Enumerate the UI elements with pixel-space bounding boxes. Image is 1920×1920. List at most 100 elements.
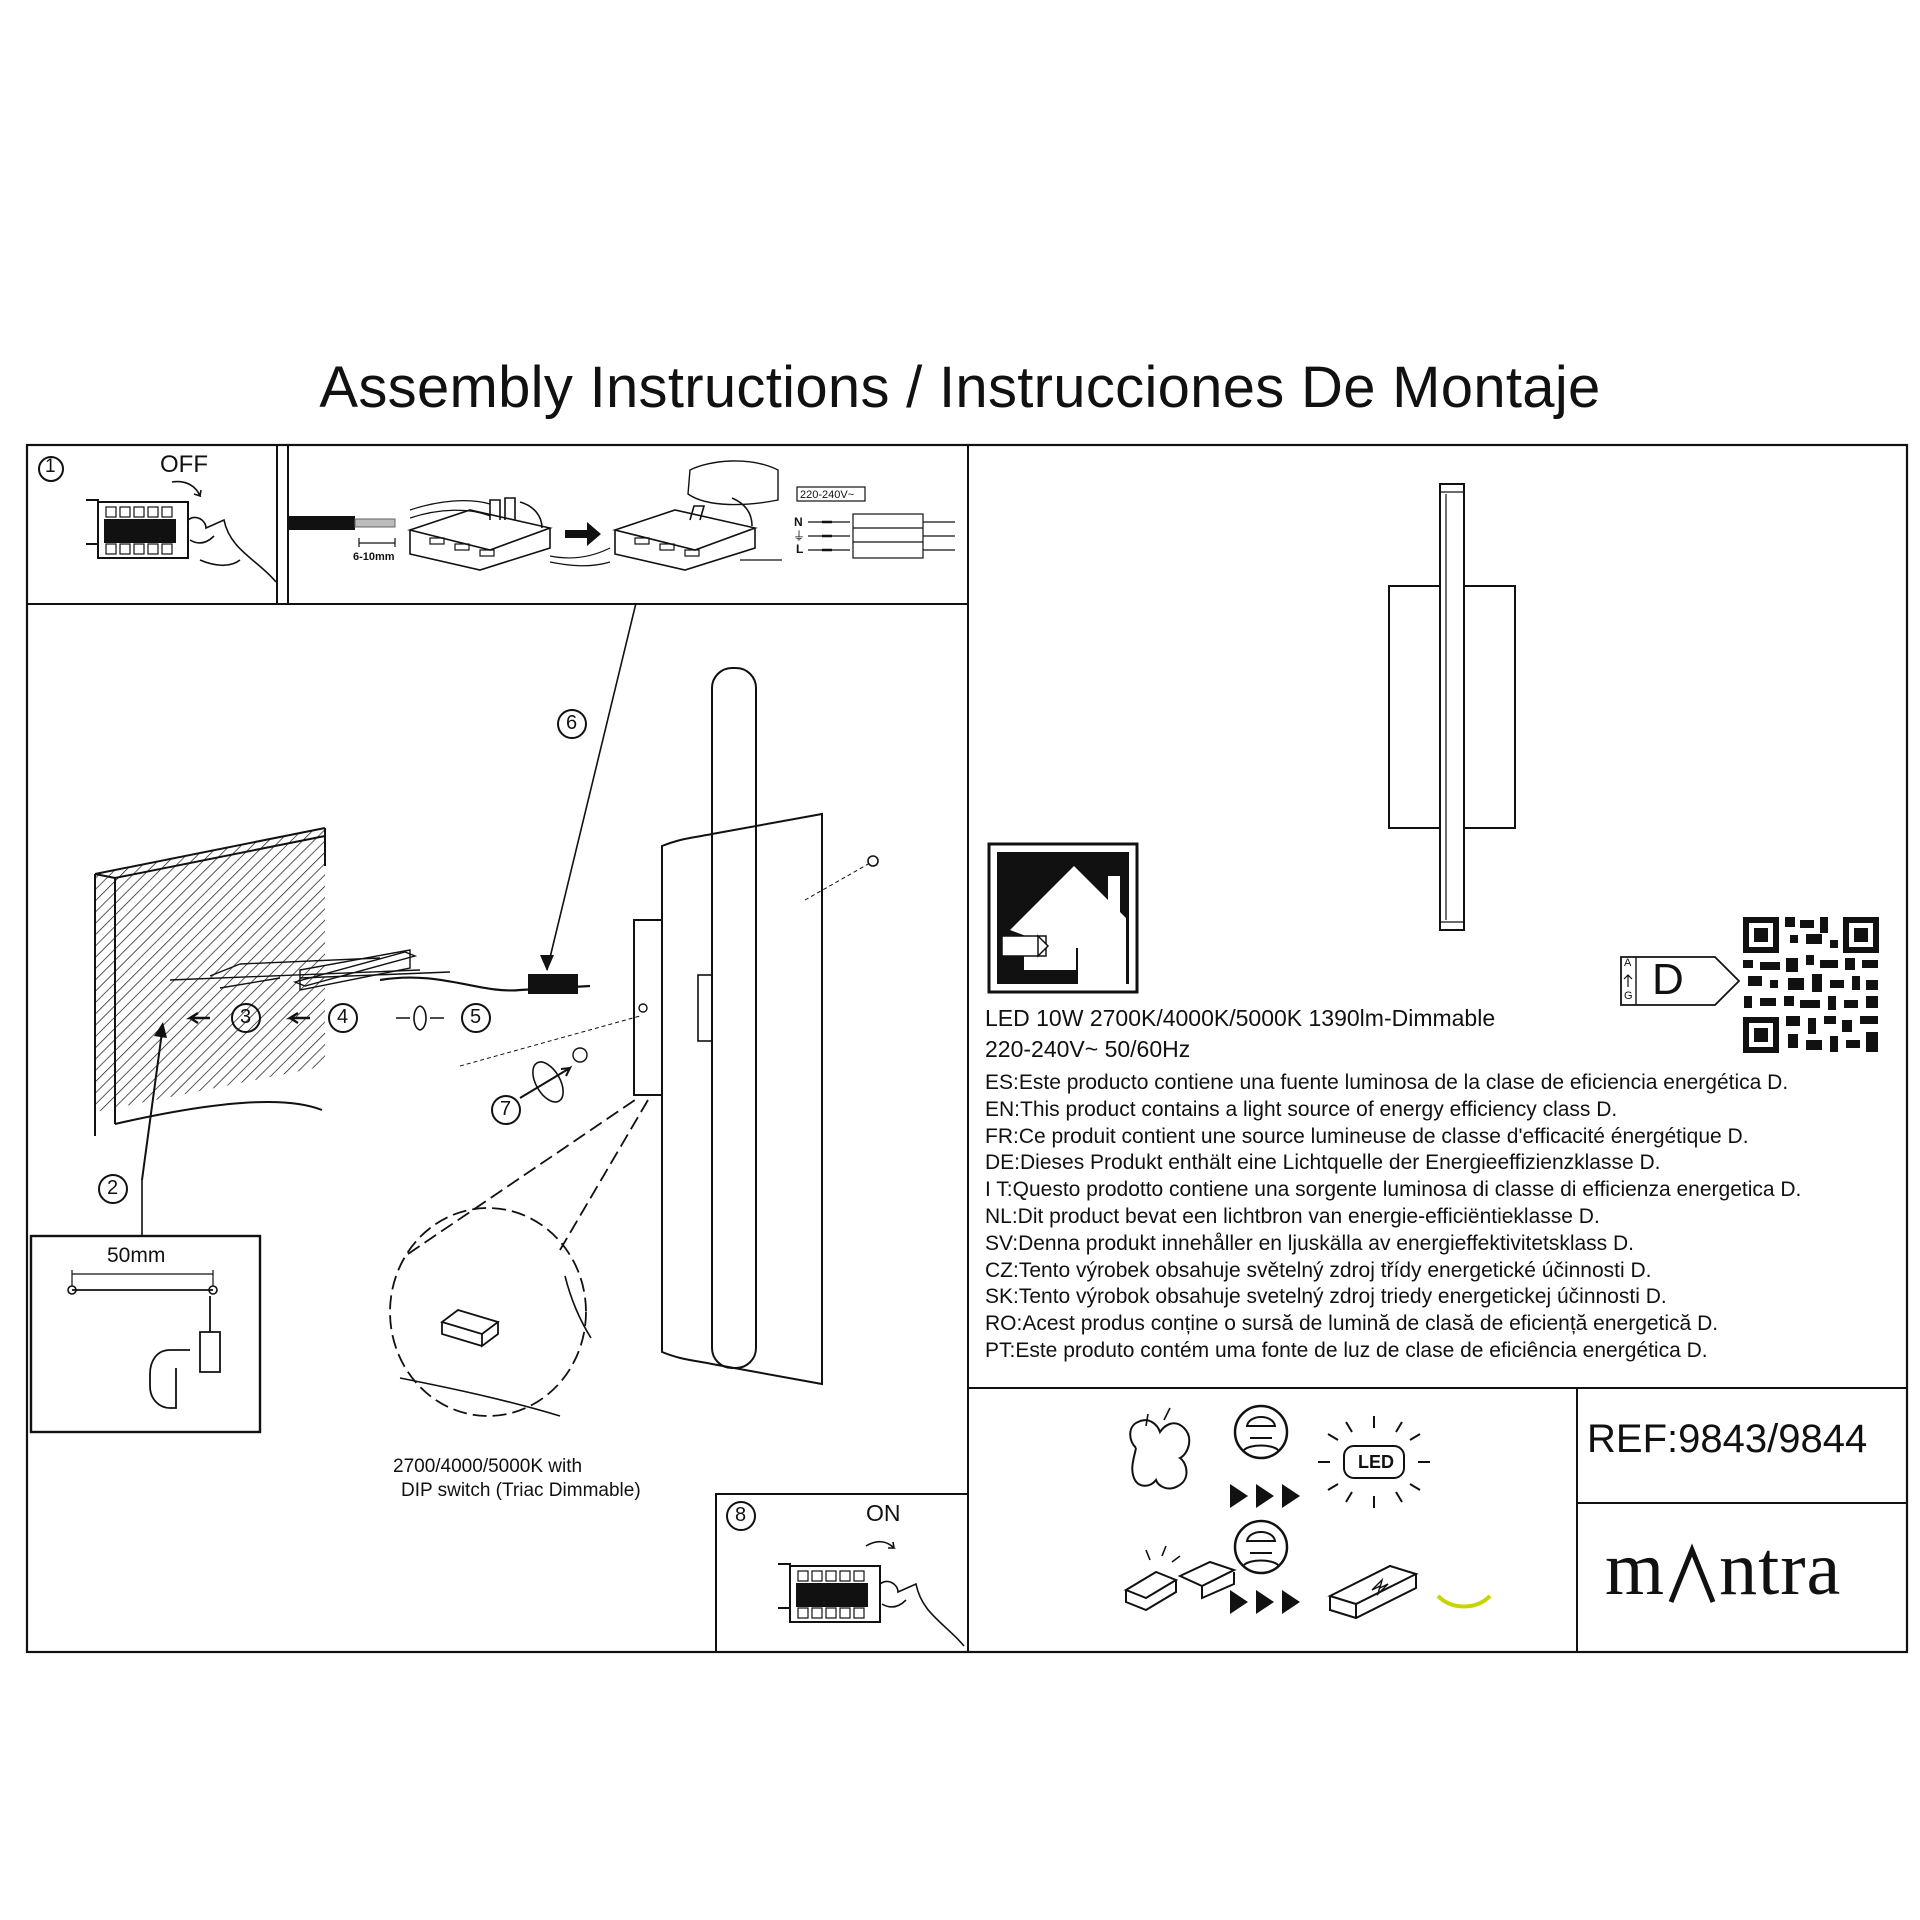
statement-nl: NL:Dit product bevat een lichtbron van e… (985, 1204, 1600, 1228)
statement-es: ES:Este producto contiene una fuente lum… (985, 1071, 1789, 1094)
leader-screw (804, 862, 871, 901)
statement-de: DE:Dieses Produkt enthält eine Lichtquel… (985, 1151, 1661, 1175)
play-arrows-icon-2 (1230, 1590, 1300, 1614)
step8-number: 8 (735, 1504, 747, 1526)
statement-it: I T:Questo prodotto contiene una sorgent… (985, 1178, 1802, 1202)
statement-fr: FR:Ce produit contient une source lumine… (985, 1124, 1749, 1148)
cable-inner (354, 518, 396, 528)
led-badge: LED (1358, 1452, 1394, 1472)
indoor-use-icon (987, 842, 1139, 994)
tube-diffuser (711, 667, 757, 1369)
statement-cz: CZ:Tento výrobek obsahuje světelný zdroj… (985, 1258, 1652, 1282)
cable-black (289, 516, 355, 530)
wago-connector-icon (407, 497, 611, 571)
hand-switch-on-icon (879, 1580, 965, 1647)
reflector-shade (661, 812, 823, 1386)
qr-code-icon (1743, 917, 1879, 1053)
step5-circle (461, 1003, 491, 1033)
breaker-on-icon (778, 1563, 881, 1623)
led-sun-icon (1318, 1416, 1430, 1508)
step5-number: 5 (470, 1006, 482, 1028)
technician-icon (1233, 1404, 1289, 1460)
brand-caret-icon (1668, 1543, 1716, 1603)
screw-set-icon (169, 957, 451, 989)
spec-line-power: LED 10W 2700K/4000K/5000K 1390lm-Dimmabl… (985, 1005, 1496, 1031)
screw-icon (867, 855, 879, 867)
rotate-5-icon (396, 1005, 444, 1031)
step8-box (715, 1493, 969, 1653)
step3-number: 3 (240, 1006, 252, 1028)
fixing-screw-hole (638, 1003, 648, 1013)
luminaire-front-view (1388, 483, 1516, 931)
voltage-tag: 220-240V~ (800, 489, 854, 501)
brand-left: m (1605, 1527, 1666, 1611)
terminal-earth: ⏚ (793, 529, 805, 543)
step4-circle (328, 1003, 358, 1033)
strip-length-label: 6-10mm (353, 551, 395, 563)
step6-number: 6 (566, 712, 578, 734)
curved-arrow-icon (171, 480, 202, 498)
step8-circle (726, 1501, 756, 1531)
step2-box (29, 1234, 262, 1434)
inline-connector (528, 974, 578, 994)
connector-block (697, 974, 713, 1042)
wiring-diagram: 220-240V~ N ⏚ L (793, 486, 955, 559)
statement-sv: SV:Denna produkt innehåller en ljuskälla… (985, 1231, 1635, 1255)
drill-panel (67, 1270, 221, 1409)
arrow-4-icon (285, 1011, 310, 1025)
hand-switch-icon (187, 516, 277, 583)
step1-panel (38, 456, 277, 583)
voltage-tag-box (796, 486, 866, 502)
drill-spacing-label: 50mm (107, 1244, 166, 1267)
arrow-3-icon (185, 1011, 210, 1025)
wall-plate (633, 919, 663, 1096)
spec-line-voltage: 220-240V~ 50/60Hz (985, 1036, 1191, 1062)
wall-hatched (95, 828, 325, 1112)
luminaire-side-view (459, 667, 879, 1386)
curved-arrow-up-icon (865, 1540, 896, 1549)
cable (379, 976, 591, 992)
step4-number: 4 (337, 1006, 349, 1028)
reference-number: REF:9843/9844 (1587, 1417, 1868, 1461)
dip-switch-detail (389, 1099, 649, 1417)
step1-number: 1 (45, 456, 56, 477)
dip-switch-icon (440, 1309, 500, 1348)
mounting-bracket (299, 949, 411, 991)
step2-circle (98, 1174, 128, 1204)
dip-note-line2: DIP switch (Triac Dimmable) (401, 1480, 641, 1501)
technician-icon-2 (1233, 1519, 1289, 1575)
step3-circle (231, 1003, 261, 1033)
statement-sk: SK:Tento výrobok obsahuje svetelný zdroj… (985, 1285, 1667, 1309)
broken-driver-icon (1123, 1545, 1237, 1612)
step7-number: 7 (500, 1098, 512, 1120)
spec-block: LED 10W 2700K/4000K/5000K 1390lm-Dimmabl… (985, 1003, 1495, 1065)
breaker-off-icon (86, 499, 189, 559)
energy-class-letter: D (1652, 955, 1684, 1004)
terminal-n: N (794, 515, 803, 529)
statement-en: EN:This product contains a light source … (985, 1097, 1618, 1121)
page-title: Assembly Instructions / Instrucciones De… (319, 355, 1601, 420)
step8-panel (778, 1540, 965, 1647)
brand-right: ntra (1719, 1527, 1842, 1611)
energy-statements: ES:Este producto contiene una fuente lum… (985, 1070, 1801, 1365)
terminal-l: L (796, 542, 803, 556)
step2-number: 2 (107, 1177, 119, 1199)
arrow-step2 (141, 1031, 163, 1181)
wago-connector-closed-icon (612, 460, 782, 571)
statement-pt: PT:Este produto contém uma fonte de luz … (985, 1338, 1708, 1362)
play-arrows-icon (1230, 1484, 1300, 1508)
drill-icon (149, 1296, 221, 1409)
dip-note: 2700/4000/5000K with DIP switch (Triac D… (393, 1455, 641, 1503)
energy-scale-bottom: G (1624, 990, 1633, 1002)
driver-box-icon (1327, 1564, 1419, 1620)
energy-class-label (1620, 956, 1741, 1006)
step1-label: OFF (160, 451, 208, 478)
dip-note-line1: 2700/4000/5000K with (393, 1456, 583, 1477)
step6-circle (557, 709, 587, 739)
step7-circle (491, 1095, 521, 1125)
step1-number (38, 456, 64, 482)
front-tube (1439, 483, 1465, 931)
leader-6 (546, 602, 637, 971)
